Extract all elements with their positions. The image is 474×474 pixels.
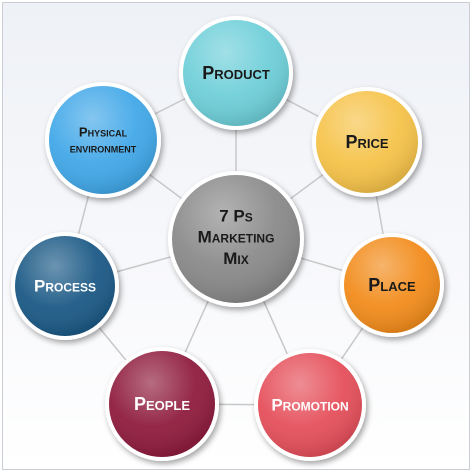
- node-product-label: Product: [202, 63, 270, 83]
- node-people: People: [105, 347, 219, 461]
- node-product: Product: [179, 16, 293, 130]
- node-price: Price: [312, 87, 422, 197]
- node-physical-environment-label: environment: [70, 141, 137, 156]
- node-place-label: Place: [368, 275, 416, 295]
- node-promotion-gloss: [258, 353, 362, 457]
- center-node-gloss: [172, 175, 300, 303]
- node-promotion-label: Promotion: [271, 396, 348, 415]
- center-node-label: 7 Ps: [219, 206, 253, 225]
- node-promotion: Promotion: [254, 349, 366, 461]
- node-people-label: People: [134, 394, 190, 414]
- node-process-label: Process: [34, 277, 96, 296]
- center-node-label: Marketing: [198, 228, 275, 247]
- node-place-gloss: [344, 237, 440, 333]
- node-price-gloss: [316, 91, 418, 193]
- node-physical-environment-gloss: [49, 86, 157, 194]
- node-place: Place: [340, 233, 444, 337]
- node-product-gloss: [183, 20, 289, 126]
- node-process: Process: [11, 232, 119, 340]
- node-people-gloss: [109, 351, 215, 457]
- node-physical-environment: Physical environment: [45, 82, 161, 198]
- node-process-gloss: [15, 236, 115, 336]
- node-physical-environment-label: Physical: [79, 124, 128, 139]
- center-node-label: Mix: [223, 249, 249, 268]
- node-price-label: Price: [345, 132, 388, 152]
